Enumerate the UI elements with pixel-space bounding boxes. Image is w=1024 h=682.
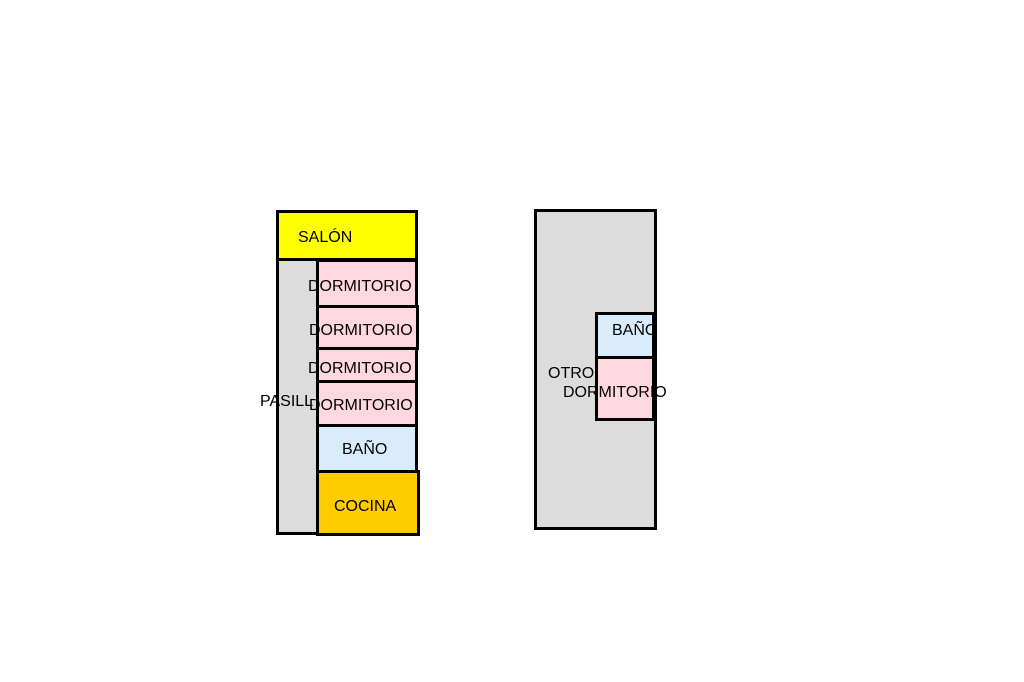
room-cocina [316,470,420,536]
label-salon: SALÓN [298,229,353,246]
label-otro: OTRO [548,365,595,382]
label-pasillo: PASILL [260,393,314,410]
label-dormitorio-1: DORMITORIO [308,278,412,295]
label-dormitorio-2: DORMITORIO [309,322,413,339]
label-cocina: COCINA [334,498,397,515]
room-dormitorio-2 [316,305,419,350]
label-bano-2: BAÑO [612,322,658,339]
room-salon [276,210,418,261]
room-otro-dormitorio [595,356,655,421]
label-bano: BAÑO [342,441,388,458]
label-otro-dormitorio: DORMITORIO [563,384,667,401]
room-bano [316,424,418,473]
label-dormitorio-4: DORMITORIO [309,397,413,414]
label-dormitorio-3: DORMITORIO [308,360,412,377]
